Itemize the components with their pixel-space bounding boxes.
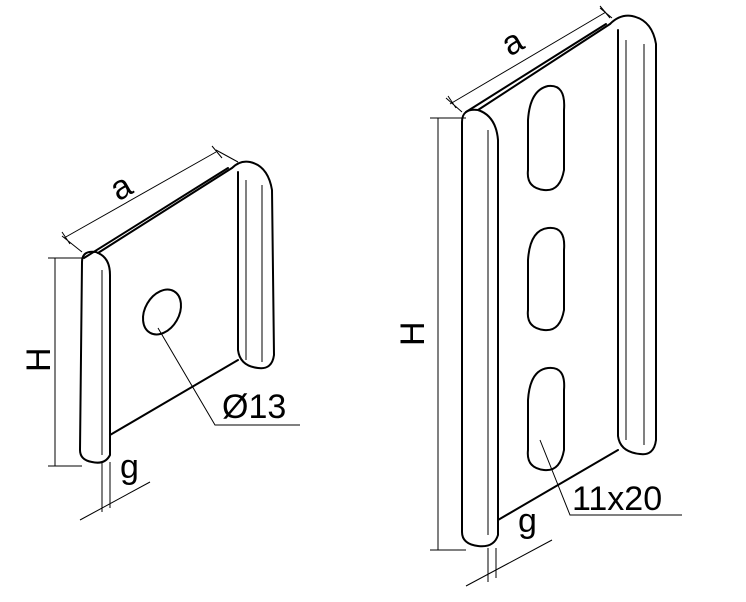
- right-dim-h: H: [394, 321, 432, 346]
- right-bracket: [430, 5, 682, 587]
- left-dim-a: a: [103, 166, 138, 208]
- right-dim-a: a: [495, 21, 530, 63]
- right-dim-g: g: [518, 502, 537, 540]
- hole-label: Ø13: [222, 388, 286, 426]
- left-dim-g: g: [120, 448, 139, 486]
- left-dim-h: H: [20, 347, 58, 372]
- left-bracket: [48, 145, 300, 521]
- slot-label: 11x20: [572, 480, 662, 518]
